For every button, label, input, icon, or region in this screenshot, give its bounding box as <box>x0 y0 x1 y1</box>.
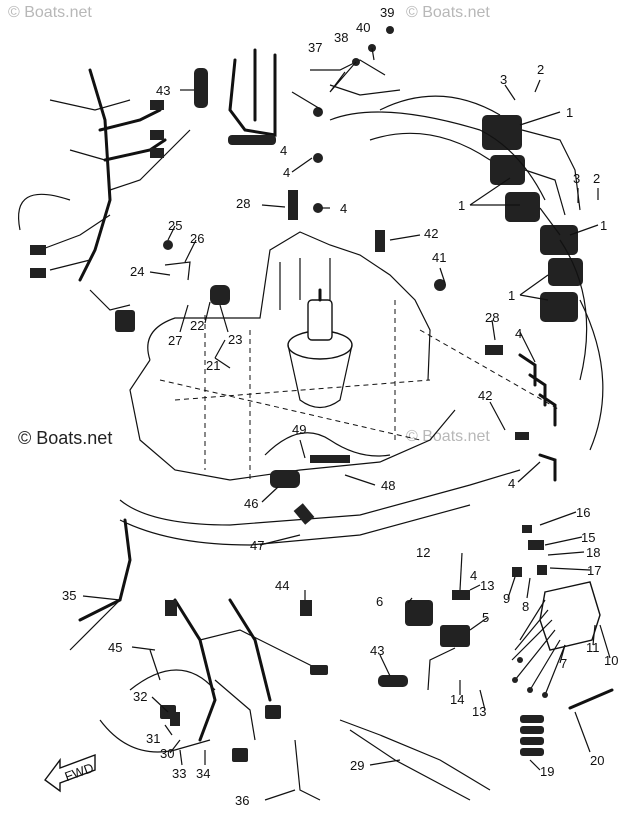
callout-4: 4 <box>470 568 477 583</box>
callout-24: 24 <box>130 264 144 279</box>
callout-35: 35 <box>62 588 76 603</box>
sub-harness-top <box>228 26 401 145</box>
lower-harness <box>69 518 328 762</box>
callout-2: 2 <box>537 62 544 77</box>
callout-22: 22 <box>190 318 204 333</box>
callout-13: 13 <box>480 578 494 593</box>
battery-cable-2 <box>349 729 471 801</box>
callout-39: 39 <box>380 5 394 20</box>
callout-27: 27 <box>168 333 182 348</box>
callout-38: 38 <box>334 30 348 45</box>
callout-6: 6 <box>376 594 383 609</box>
callout-4: 4 <box>340 201 347 216</box>
callout-28: 28 <box>485 310 499 325</box>
ground-lead <box>294 739 321 801</box>
cdi-unit <box>287 288 353 409</box>
main-harness <box>18 68 191 332</box>
callout-42: 42 <box>478 388 492 403</box>
callout-23: 23 <box>228 332 242 347</box>
callout-48: 48 <box>381 478 395 493</box>
callout-14: 14 <box>450 692 464 707</box>
relays <box>405 600 470 691</box>
rubber-boot <box>520 715 544 756</box>
leader-lines <box>82 47 611 801</box>
callout-41: 41 <box>432 250 446 265</box>
callout-8: 8 <box>522 599 529 614</box>
callout-4: 4 <box>283 165 290 180</box>
callout-43: 43 <box>156 83 170 98</box>
callout-28: 28 <box>236 196 250 211</box>
fuse-cover-top <box>194 68 208 108</box>
callout-44: 44 <box>275 578 289 593</box>
callout-labels: 1 1 1 1 2 2 3 3 4 4 4 4 4 4 5 6 7 8 9 10… <box>62 5 618 808</box>
callout-11: 11 <box>586 640 600 655</box>
forward-arrow-label: FWD <box>63 760 96 784</box>
callout-43: 43 <box>370 643 384 658</box>
callout-47: 47 <box>250 538 264 553</box>
long-bolt <box>568 688 614 710</box>
callout-21: 21 <box>206 358 220 373</box>
callout-1: 1 <box>600 218 607 233</box>
callout-40: 40 <box>356 20 370 35</box>
watermark-top-right: © Boats.net <box>406 4 490 21</box>
callout-10: 10 <box>604 653 618 668</box>
callout-25: 25 <box>168 218 182 233</box>
callout-4: 4 <box>508 476 515 491</box>
callout-1: 1 <box>458 198 465 213</box>
callout-16: 16 <box>576 505 590 520</box>
forward-arrow: FWD <box>44 753 96 793</box>
callout-13: 13 <box>472 704 486 719</box>
small-parts <box>163 107 547 726</box>
watermark-middle-left: © Boats.net <box>18 428 113 448</box>
callout-32: 32 <box>133 689 147 704</box>
watermark-top-left: © Boats.net <box>8 4 92 21</box>
callout-2: 2 <box>593 171 600 186</box>
callout-1: 1 <box>566 105 573 120</box>
battery-cable <box>339 719 491 791</box>
callout-36: 36 <box>235 793 249 808</box>
callout-33: 33 <box>172 766 186 781</box>
callout-7: 7 <box>560 656 567 671</box>
callout-49: 49 <box>292 422 306 437</box>
callout-4: 4 <box>280 143 287 158</box>
callout-37: 37 <box>308 40 322 55</box>
callout-3: 3 <box>500 72 507 87</box>
callout-5: 5 <box>482 610 489 625</box>
rectifier-regulator <box>511 581 601 698</box>
callout-19: 19 <box>540 764 554 779</box>
callout-26: 26 <box>190 231 204 246</box>
callout-31: 31 <box>146 731 160 746</box>
callout-46: 46 <box>244 496 258 511</box>
callout-9: 9 <box>503 591 510 606</box>
plug-caps <box>518 239 604 482</box>
callout-18: 18 <box>586 545 600 560</box>
callout-4: 4 <box>515 326 522 341</box>
callout-45: 45 <box>108 640 122 655</box>
callout-20: 20 <box>590 753 604 768</box>
callout-29: 29 <box>350 758 364 773</box>
callout-15: 15 <box>581 530 595 545</box>
callout-1: 1 <box>508 288 515 303</box>
callout-34: 34 <box>196 766 210 781</box>
callout-3: 3 <box>573 171 580 186</box>
callout-17: 17 <box>587 563 601 578</box>
callout-42: 42 <box>424 226 438 241</box>
callout-30: 30 <box>160 746 174 761</box>
callout-12: 12 <box>416 545 430 560</box>
ignition-coils <box>329 95 583 322</box>
engine-block-outline <box>119 231 561 546</box>
